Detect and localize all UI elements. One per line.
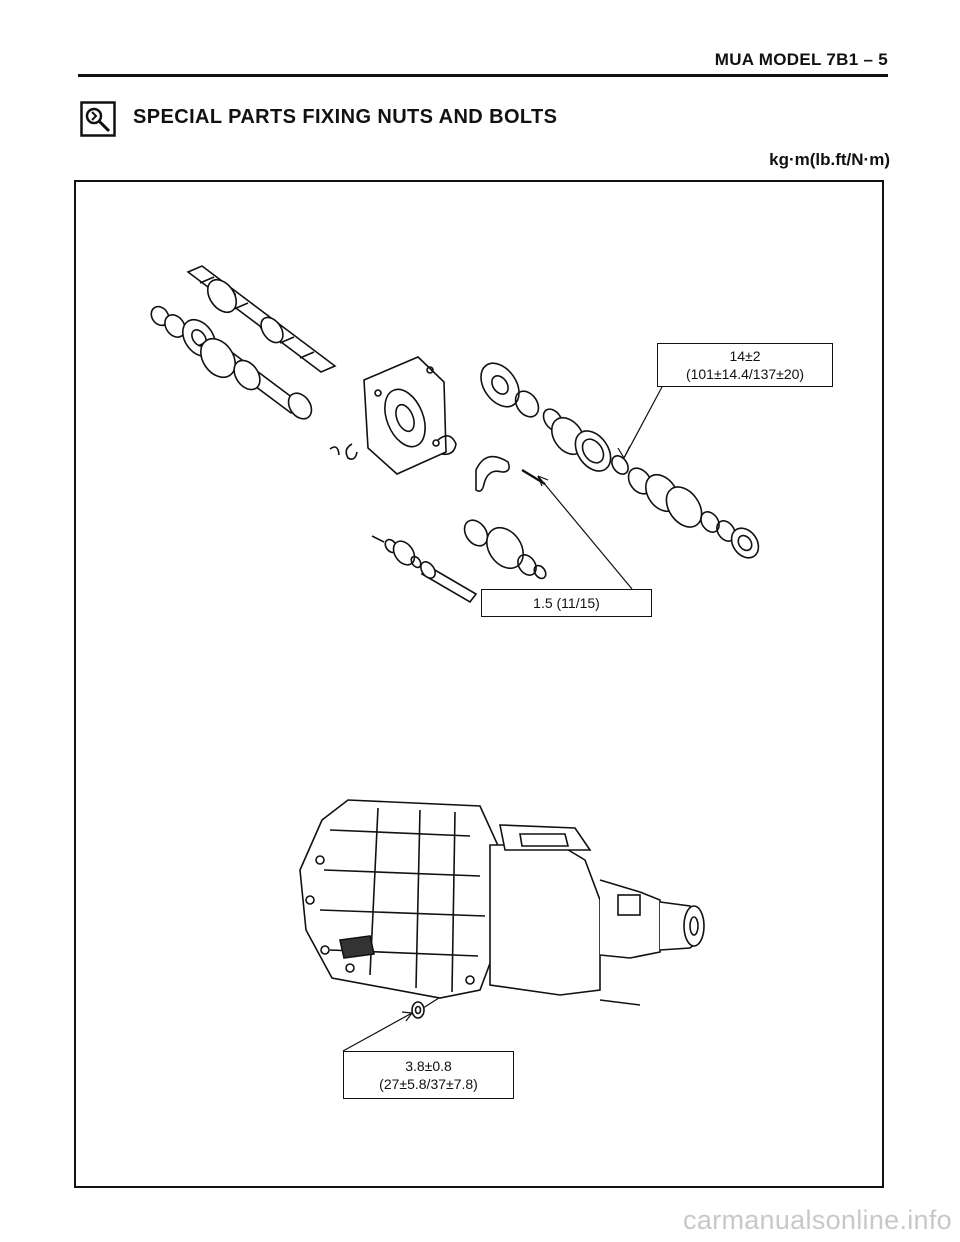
units-label: kg·m(lb.ft/N·m) (769, 150, 890, 169)
transmission-assembly (299, 799, 705, 1006)
torque-callout-14-line2: (101±14.4/137±20) (685, 366, 805, 382)
figure-frame (74, 180, 884, 1188)
main-shaft (186, 265, 337, 373)
watermark: carmanualsonline.info (683, 1205, 952, 1235)
torque-callout-3-8: 3.8±0.8 (27±5.8/37±7.8) (343, 1051, 514, 1099)
intermediate-plate (345, 356, 457, 475)
mounting-nut (411, 1001, 425, 1019)
header-rule (78, 74, 888, 77)
counter-shaft (150, 305, 340, 456)
torque-callout-14-line1: 14±2 (729, 348, 761, 364)
torque-callout-14: 14±2 (101±14.4/137±20) (657, 343, 833, 387)
gear-stack (480, 362, 760, 559)
retainer-clip (475, 455, 546, 492)
torque-callout-1-5: 1.5 (11/15) (481, 589, 652, 617)
torque-wrench-icon (80, 101, 116, 137)
torque-callout-3-8-line2: (27±5.8/37±7.8) (379, 1076, 478, 1092)
running-header: MUA MODEL 7B1 – 5 (714, 50, 888, 69)
torque-callout-3-8-line1: 3.8±0.8 (405, 1058, 452, 1074)
reverse-idler (371, 519, 547, 604)
torque-callout-1-5-line1: 1.5 (11/15) (533, 595, 600, 611)
section-title: SPECIAL PARTS FIXING NUTS AND BOLTS (133, 106, 558, 128)
